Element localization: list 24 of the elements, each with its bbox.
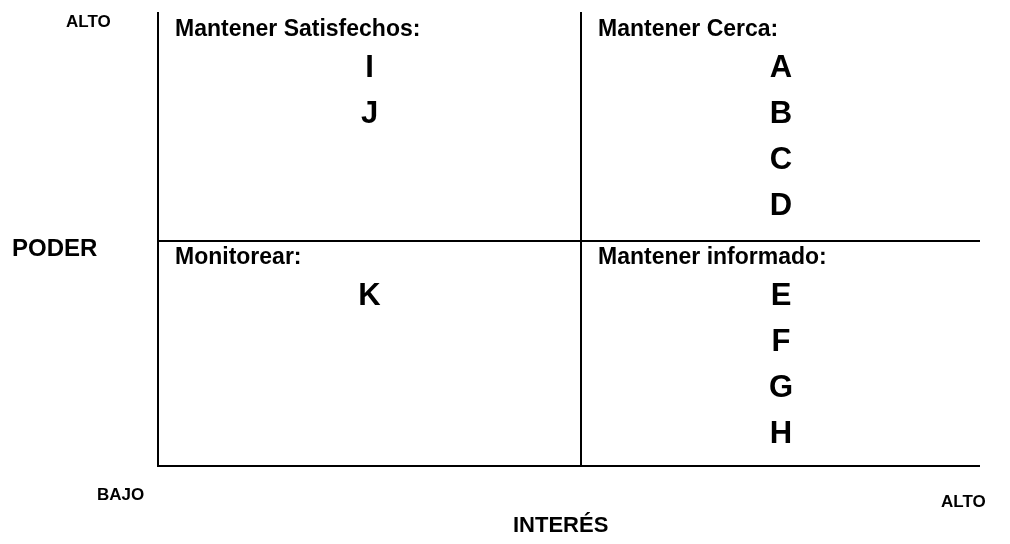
stakeholder-letter: G	[768, 370, 794, 404]
axis-label: ALTO	[66, 12, 111, 32]
stakeholder-letter: B	[769, 96, 793, 130]
quadrant-heading: Mantener informado:	[598, 242, 827, 270]
quadrant-heading: Mantener Satisfechos:	[175, 14, 421, 42]
stakeholder-letter: F	[771, 324, 791, 358]
stakeholder-letter: I	[365, 50, 374, 84]
stakeholder-letter: A	[769, 50, 793, 84]
quadrant-panel	[157, 240, 580, 467]
quadrant-panel	[157, 12, 580, 242]
quadrant-heading: Mantener Cerca:	[598, 14, 779, 42]
quadrant-heading: Monitorear:	[175, 242, 302, 270]
axis-label: ALTO	[941, 492, 986, 512]
stakeholder-letter: J	[360, 96, 379, 130]
stakeholder-letter: K	[358, 278, 381, 312]
stakeholder-letter: E	[770, 278, 792, 312]
axis-label: BAJO	[97, 485, 145, 505]
stakeholder-letter: H	[769, 416, 793, 450]
stakeholder-letter: D	[769, 188, 793, 222]
axis-label: PODER	[12, 234, 98, 262]
quadrant-panel	[580, 240, 980, 467]
axis-label: INTERÉS	[513, 512, 609, 538]
stakeholder-letter: C	[769, 142, 793, 176]
quadrant-panel	[580, 12, 980, 242]
